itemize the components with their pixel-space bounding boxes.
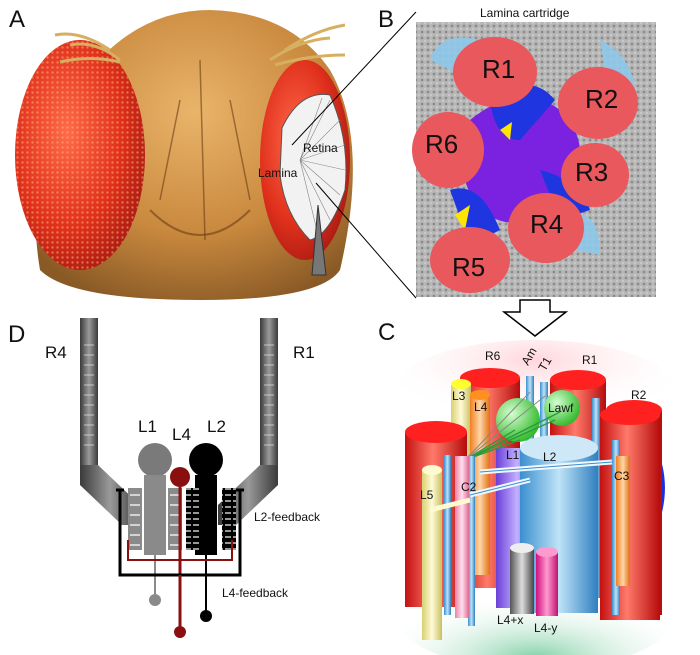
r2-cyl-label: R2 bbox=[631, 388, 647, 402]
l1-neuron-label: L1 bbox=[138, 417, 157, 436]
panel-c: C bbox=[378, 319, 675, 655]
l4y-cylinder bbox=[536, 552, 558, 616]
l2-feedback-label: L2-feedback bbox=[254, 510, 321, 524]
r3-label: R3 bbox=[575, 157, 608, 187]
l2-cyl-label: L2 bbox=[543, 450, 557, 464]
l5-cylinder bbox=[422, 470, 442, 640]
lamina-label: Lamina bbox=[258, 166, 298, 180]
l1-cyl-label: L1 bbox=[506, 448, 520, 462]
lamina-wedge bbox=[311, 204, 327, 276]
l4-cyl-label: L4 bbox=[474, 400, 488, 414]
r2-label: R2 bbox=[585, 84, 618, 114]
l2-soma bbox=[189, 443, 223, 477]
r4-label: R4 bbox=[530, 209, 563, 239]
r1-axon bbox=[260, 318, 278, 468]
r1-cyl-label: R1 bbox=[582, 353, 598, 367]
l4x-cylinder bbox=[510, 548, 534, 614]
r1-label: R1 bbox=[482, 54, 515, 84]
l4-neuron-label: L4 bbox=[172, 425, 191, 444]
c3-label: C3 bbox=[614, 469, 630, 483]
t1-label: T1 bbox=[535, 354, 554, 373]
l5-label: L5 bbox=[420, 488, 434, 502]
panel-b-letter: B bbox=[378, 6, 394, 33]
r6-terminal bbox=[412, 112, 484, 188]
r4-axon-label: R4 bbox=[45, 343, 67, 362]
l2-axon bbox=[195, 475, 217, 555]
panel-c-letter: C bbox=[378, 319, 395, 346]
lawf-arbor-sphere bbox=[544, 390, 580, 426]
r6-cyl-label: R6 bbox=[485, 349, 501, 363]
l1-soma bbox=[138, 443, 172, 477]
l4x-label: L4+x bbox=[497, 613, 523, 627]
r5-label: R5 bbox=[452, 252, 485, 282]
r3-terminal bbox=[561, 143, 629, 207]
panel-b: B Lamina cartridge R1 R2 R3 R4 R5 R6 bbox=[378, 6, 656, 297]
r4-axon bbox=[80, 318, 98, 468]
r6-label: R6 bbox=[425, 129, 458, 159]
panel-d: D bbox=[8, 318, 321, 638]
lamina-cartridge-title: Lamina cartridge bbox=[480, 6, 570, 20]
r4-terminal bbox=[508, 193, 584, 263]
l1-axon bbox=[144, 475, 166, 555]
r2-terminal bbox=[558, 67, 638, 139]
c3-cylinder bbox=[616, 456, 630, 586]
r1-terminal bbox=[453, 37, 537, 107]
l4-feedback-label: L4-feedback bbox=[222, 586, 289, 600]
lawf-label: Lawf bbox=[548, 401, 574, 415]
panel-d-letter: D bbox=[8, 321, 25, 348]
r1-axon-label: R1 bbox=[293, 343, 315, 362]
l4-soma bbox=[170, 467, 190, 487]
retina-label: Retina bbox=[303, 141, 338, 155]
panel-a: Retina Lamina A bbox=[0, 0, 417, 305]
r5-terminal bbox=[430, 227, 510, 293]
c2-cylinder bbox=[455, 456, 469, 618]
l2-neuron-label: L2 bbox=[207, 417, 226, 436]
l4y-label: L4-y bbox=[534, 621, 557, 635]
c2-label: C2 bbox=[461, 480, 477, 494]
l4-feedback-rail bbox=[127, 540, 233, 561]
l3-label: L3 bbox=[452, 389, 466, 403]
panel-a-letter: A bbox=[9, 6, 25, 33]
down-arrow-icon bbox=[501, 299, 569, 337]
